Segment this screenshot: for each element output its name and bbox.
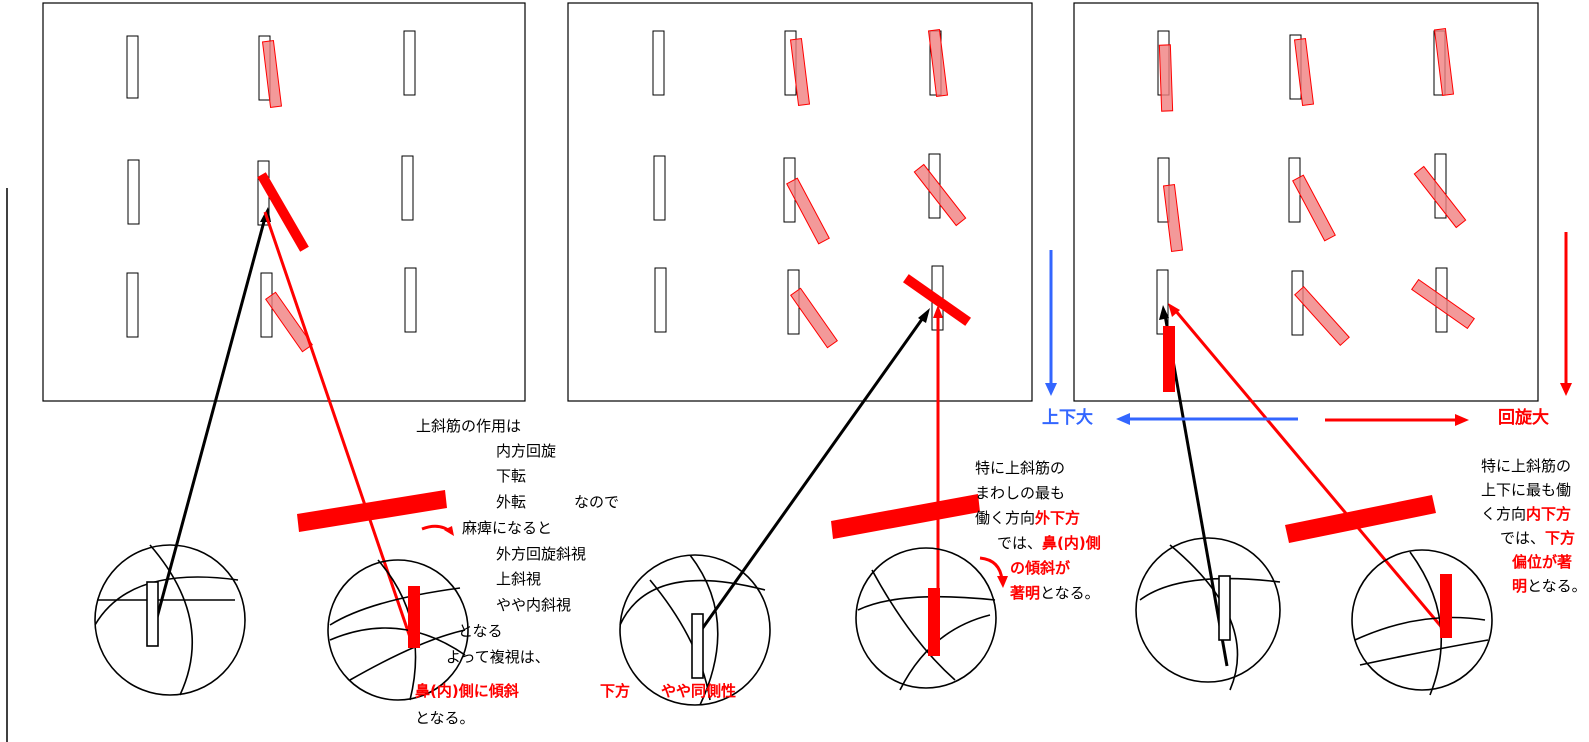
- result-red: やや同側性: [661, 682, 737, 700]
- tilted-image-bar: [261, 40, 283, 108]
- solid-image-bar: [257, 172, 309, 252]
- bar-outline: [127, 159, 140, 225]
- text-line: 上下に最も働: [1481, 481, 1572, 499]
- eye-ball-left: [94, 544, 246, 696]
- text-line: 特に上斜筋の: [1481, 457, 1572, 475]
- text-line: 明となる。: [1512, 577, 1587, 595]
- grid-frame-2: [567, 2, 1033, 402]
- text-line: やや内斜視: [496, 596, 572, 614]
- text-line: 下転: [496, 467, 527, 485]
- text-line: 特に上斜筋の: [975, 459, 1066, 477]
- text-line: となる: [458, 622, 503, 640]
- text-line: よって複視は、: [446, 648, 550, 666]
- text-line: 外方回旋斜視: [496, 545, 587, 563]
- grid-frame-3: [1073, 2, 1539, 402]
- red-sight-line: [263, 211, 415, 647]
- black-sight-line: [153, 213, 268, 626]
- text-line: では、下方: [1500, 529, 1576, 547]
- bar-outline: [403, 30, 416, 96]
- text-line: 麻痺になると: [462, 519, 553, 537]
- text-line: 上斜筋の作用は: [416, 417, 522, 435]
- text-line: く方向内下方: [1481, 505, 1572, 523]
- eye-ball-right: [327, 559, 469, 701]
- bar-outline: [404, 267, 417, 333]
- text-line: 偏位が著: [1512, 553, 1573, 571]
- text-line: 内方回旋: [496, 442, 557, 460]
- text-line: 上斜視: [496, 570, 542, 588]
- text-line: 働く方向外下方: [975, 509, 1081, 527]
- text-line: の傾斜が: [1010, 559, 1071, 577]
- result-red: 鼻(内)側に傾斜: [415, 682, 519, 700]
- grid-frame-1: [42, 2, 526, 402]
- text-line: なので: [574, 493, 620, 511]
- result-red: 下方: [600, 682, 631, 700]
- text-line: では、鼻(内)側: [997, 534, 1101, 552]
- bar-outline: [401, 155, 414, 221]
- legend-label-torsion: 回旋大: [1498, 408, 1549, 428]
- mirror-bar: [297, 490, 447, 532]
- bar-outline: [126, 35, 139, 99]
- legend-label-vertical: 上下大: [1042, 408, 1093, 428]
- text-line: 外転: [496, 493, 527, 511]
- grid-panel-1: [42, 2, 526, 701]
- grid-panel-3: [1073, 2, 1539, 696]
- legend-arrows: [1045, 232, 1572, 426]
- text-line: となる。: [415, 709, 475, 727]
- tilted-image-bar: [265, 291, 313, 353]
- bar-outline: [126, 272, 139, 338]
- grid-panel-2: [567, 2, 1033, 706]
- text-line: 著明となる。: [1010, 584, 1100, 602]
- text-line: まわしの最も: [975, 484, 1066, 502]
